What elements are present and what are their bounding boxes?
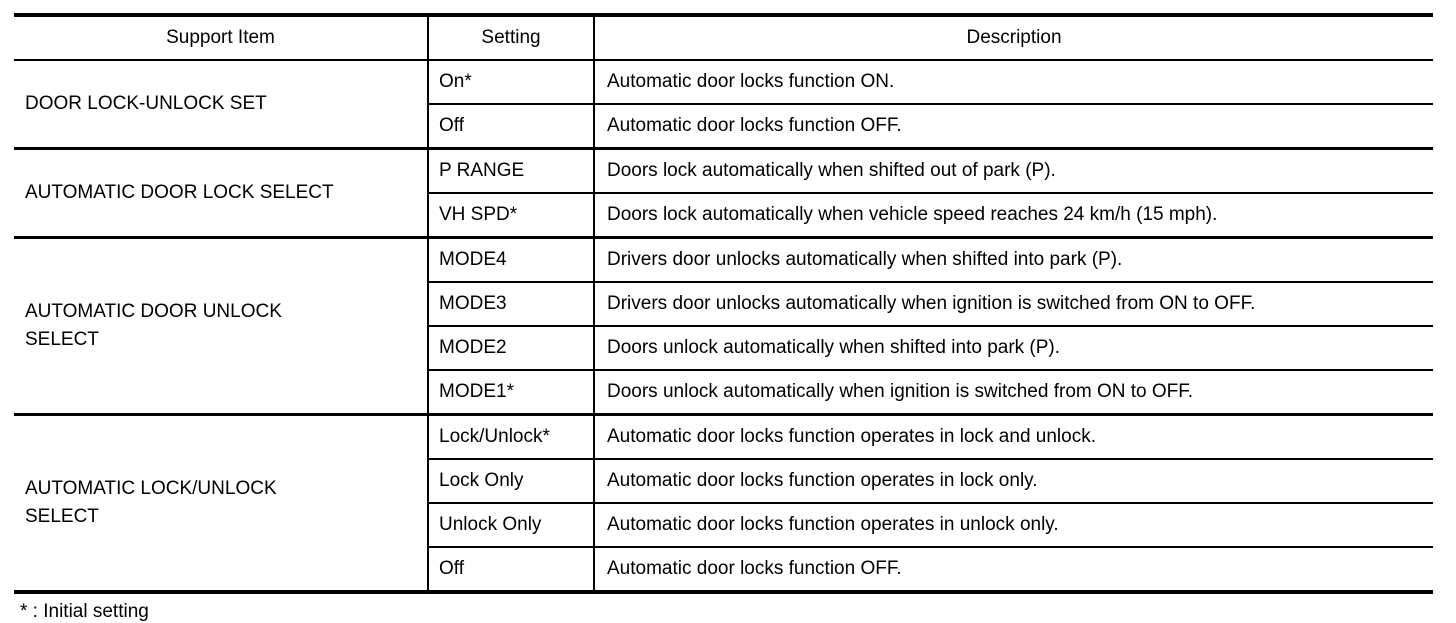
support-item-door-lock-unlock-set: DOOR LOCK-UNLOCK SET [25,93,267,115]
table-row: VH SPD* Doors lock automatically when ve… [14,192,1433,238]
table-row: DOOR LOCK-UNLOCK SET On* Automatic door … [14,60,1433,114]
table-row: MODE2 Doors unlock automatically when sh… [14,325,1433,370]
table-row: Off Automatic door locks function OFF. [14,103,1433,149]
support-item-automatic-door-unlock-select: AUTOMATIC DOOR UNLOCK SELECT [14,236,428,415]
table-row: Lock Only Automatic door locks function … [14,458,1433,503]
setting-cell-mode2: MODE2 [427,325,595,370]
description-cell: Automatic door locks function OFF. [594,103,1433,149]
setting-cell-mode3: MODE3 [427,281,595,326]
setting-cell-off: Off [427,103,595,149]
description-cell: Drivers door unlocks automatically when … [594,281,1433,326]
description-cell: Doors unlock automatically when shifted … [594,325,1433,370]
support-item-automatic-lock-unlock-select: AUTOMATIC LOCK/UNLOCK SELECT [14,413,428,592]
description-cell: Automatic door locks function OFF. [594,546,1433,592]
table-row: AUTOMATIC DOOR UNLOCK SELECT MODE4 Drive… [14,236,1433,415]
table-row: MODE1* Doors unlock automatically when i… [14,369,1433,415]
column-header-support-item: Support Item [14,15,428,61]
setting-cell-mode1: MODE1* [427,369,595,415]
setting-cell-on: On* [427,60,595,104]
setting-cell-p-range: P RANGE [427,147,595,193]
table-row: Off Automatic door locks function OFF. [14,546,1433,592]
description-cell: Drivers door unlocks automatically when … [594,236,1433,282]
support-item-automatic-door-lock-select: AUTOMATIC DOOR LOCK SELECT [14,147,428,238]
setting-cell-off-2: Off [427,546,595,592]
table-row: Unlock Only Automatic door locks functio… [14,502,1433,547]
support-settings-table: Support Item Setting Description DOOR LO… [14,13,1433,594]
description-cell: Automatic door locks function operates i… [594,502,1433,547]
description-cell: Automatic door locks function ON. [607,71,895,93]
setting-cell-vh-spd: VH SPD* [427,192,595,238]
description-cell: Doors lock automatically when shifted ou… [594,147,1433,193]
setting-cell-lock-only: Lock Only [427,458,595,503]
setting-cell-mode4: MODE4 [427,236,595,282]
table-row: AUTOMATIC LOCK/UNLOCK SELECT Lock/Unlock… [14,413,1433,592]
description-cell: Doors unlock automatically when ignition… [594,369,1433,415]
setting-cell-lock-unlock: Lock/Unlock* [427,413,595,459]
description-cell: Doors lock automatically when vehicle sp… [594,192,1433,238]
description-cell: Automatic door locks function operates i… [594,413,1433,459]
table-header-row: Support Item Setting Description [14,15,1433,61]
table-row: MODE3 Drivers door unlocks automatically… [14,281,1433,326]
table-row: AUTOMATIC DOOR LOCK SELECT P RANGE Doors… [14,147,1433,238]
footnote-initial-setting: * : Initial setting [20,601,149,622]
column-header-description: Description [594,15,1433,61]
column-header-setting: Setting [427,15,595,61]
setting-cell-unlock-only: Unlock Only [427,502,595,547]
description-cell: Automatic door locks function operates i… [594,458,1433,503]
